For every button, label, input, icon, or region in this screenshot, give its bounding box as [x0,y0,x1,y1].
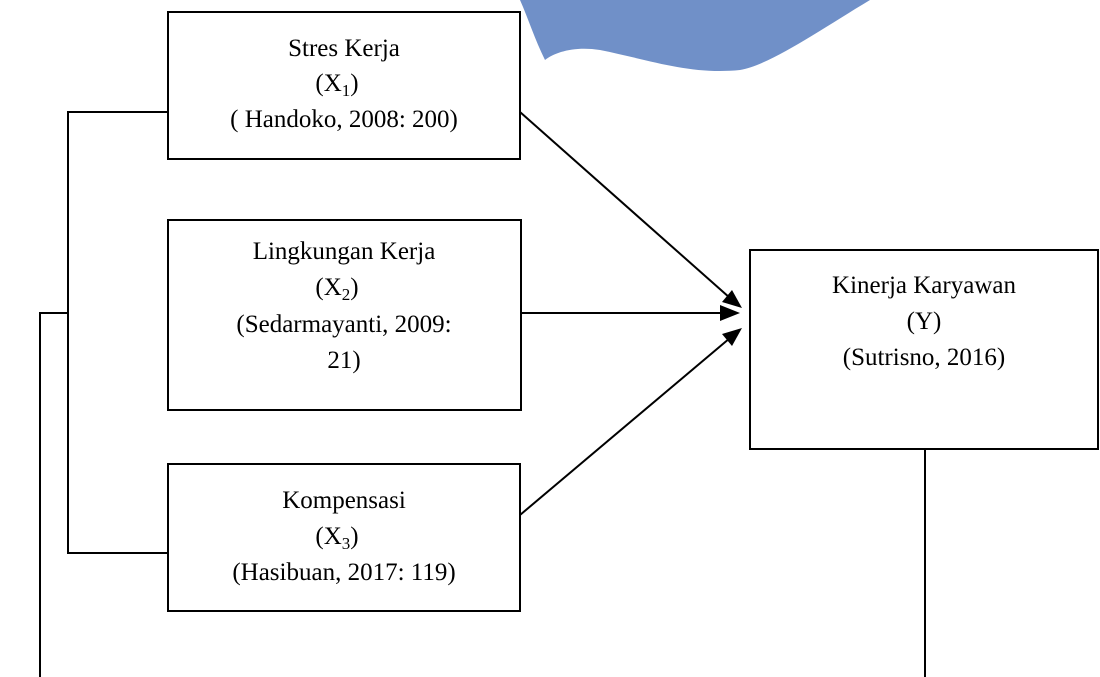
watermark-shape [520,0,870,71]
node-x1-title: Stres Kerja [288,35,400,62]
node-stres-kerja: Stres Kerja (X1) ( Handoko, 2008: 200) [167,11,521,160]
node-y-title: Kinerja Karyawan [832,272,1016,299]
node-x2-title: Lingkungan Kerja [253,238,436,265]
node-x3-title: Kompensasi [282,487,406,514]
node-x3-variable: (X3) [315,523,358,553]
node-x3-reference: (Hasibuan, 2017: 119) [232,559,455,586]
node-x2-variable: (X2) [315,274,358,304]
bracket-left-inner [67,111,168,554]
node-kompensasi: Kompensasi (X3) (Hasibuan, 2017: 119) [167,463,521,612]
bracket-left-outer [39,312,68,677]
node-lingkungan-kerja: Lingkungan Kerja (X2) (Sedarmayanti, 200… [167,219,522,411]
node-x1-reference: ( Handoko, 2008: 200) [230,106,458,133]
node-y-reference: (Sutrisno, 2016) [843,344,1006,371]
arrow-x1-y-head [722,290,742,308]
node-x2-reference-line1: (Sedarmayanti, 2009: [236,311,451,338]
arrow-x1-y [519,111,731,299]
node-x2-reference-line2: 21) [327,347,360,374]
node-y-variable: (Y) [907,308,942,335]
node-x1-variable: (X1) [315,70,358,100]
arrow-x3-y [519,337,731,516]
node-kinerja-karyawan: Kinerja Karyawan (Y) (Sutrisno, 2016) [749,249,1099,450]
arrow-x2-y-head [720,305,740,321]
arrow-x3-y-head [722,328,742,346]
